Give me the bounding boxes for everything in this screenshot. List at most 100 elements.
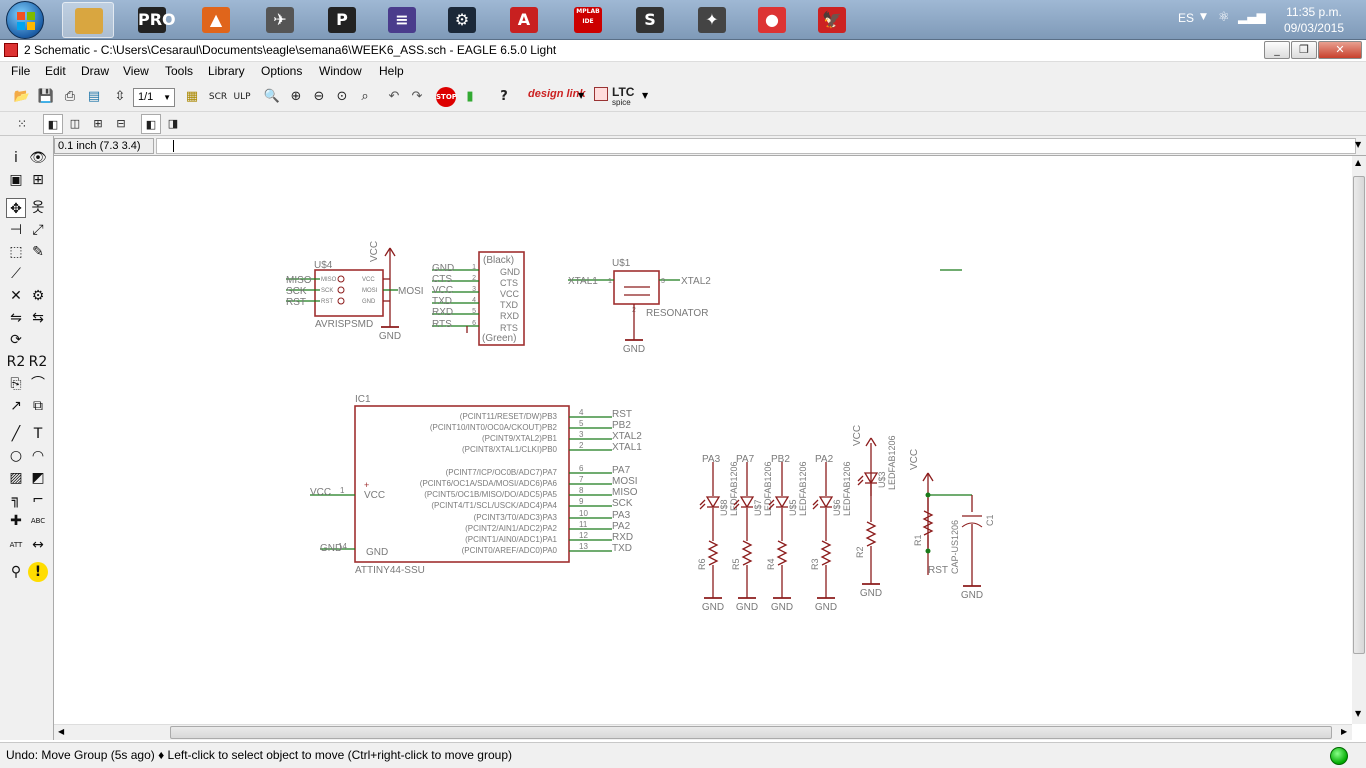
scroll-up-icon[interactable]: ▲ [1355,158,1362,167]
redo-icon[interactable]: ↷ [411,89,423,104]
board-icon[interactable]: ▦ [185,89,199,104]
wire-style-4-icon[interactable]: ◧ [141,114,161,134]
clock[interactable]: 11:35 p.m. 09/03/2015 [1284,4,1344,36]
replace-tool-icon[interactable]: ⟳ [10,332,22,348]
menu-library[interactable]: Library [208,64,245,78]
menu-options[interactable]: Options [261,64,303,78]
wire-style-3-icon[interactable]: ⊟ [116,117,126,130]
taskbar-app-sublime[interactable]: S [624,2,676,38]
vertical-scrollbar[interactable]: ▲ ▼ [1352,156,1366,724]
print-icon[interactable]: ⎙ [64,89,76,104]
scr-icon[interactable]: SCR [208,92,228,102]
designlink-button[interactable]: design link [528,88,586,100]
zoom-out-icon[interactable]: ⊖ [313,89,325,104]
taskbar-app-equalizer[interactable]: ≡ [376,2,428,38]
go-icon[interactable]: ▮ [466,89,474,104]
change-tool-icon[interactable]: ✎ [32,244,44,260]
network-icon[interactable]: ⚛ [1218,10,1230,25]
invoke-tool-icon[interactable]: ⧉ [33,398,43,414]
zoom-fit-icon[interactable]: 🔍 [263,89,281,104]
bus-tool-icon[interactable]: ╗ [11,492,21,508]
grid-icon[interactable]: ⁙ [16,117,28,131]
attribute-tool-icon[interactable]: ATT [9,541,23,549]
junction-tool-icon[interactable]: ✚ [10,513,22,529]
scroll-right-icon[interactable]: ▶ [1341,727,1348,736]
menu-draw[interactable]: Draw [81,64,110,78]
zoom-redraw-icon[interactable]: ⊙ [336,89,348,104]
polygon-tool-icon[interactable]: ◩ [31,470,45,486]
smash-tool-icon[interactable]: ⎘ [10,376,22,392]
language-indicator[interactable]: ES [1178,11,1195,25]
taskbar-app-autocad[interactable]: A [498,2,550,38]
paste-tool-icon[interactable]: ⟋ [11,266,21,282]
info-tool-icon[interactable]: i [14,150,18,166]
start-button[interactable] [6,1,44,39]
hscroll-thumb[interactable] [170,726,1332,739]
scroll-down-icon[interactable]: ▼ [1355,709,1362,718]
copy-tool-icon[interactable]: 옷 [31,200,45,216]
pinswap-tool-icon[interactable]: ⇋ [10,310,22,326]
open-icon[interactable]: 📂 [13,89,31,104]
command-input[interactable] [156,138,1356,154]
menu-help[interactable]: Help [379,64,404,78]
taskbar-app-chrome[interactable]: ● [746,2,798,38]
arc-tool-icon[interactable]: ◠ [31,448,45,464]
wire-style-0-icon[interactable]: ◧ [43,114,63,134]
circle-tool-icon[interactable]: ○ [9,448,23,464]
help-icon[interactable]: ? [500,89,508,104]
split-tool-icon[interactable]: ↗ [10,398,22,414]
taskbar-app-eagle[interactable]: 🦅 [806,2,858,38]
ltspice-icon[interactable] [594,87,608,101]
add-tool-icon[interactable]: ⚙ [31,288,45,304]
cam-icon[interactable]: ▤ [87,89,101,104]
taskbar-app-inkscape[interactable]: ✈ [254,2,306,38]
vscroll-thumb[interactable] [1353,176,1365,654]
signal-icon[interactable]: ▂▄▆ [1238,10,1266,24]
erc-tool-icon[interactable]: ⚲ [10,564,22,580]
eagle-app-icon[interactable] [4,43,18,57]
group-tool-icon[interactable]: ⬚ [9,244,23,260]
menu-edit[interactable]: Edit [45,64,66,78]
undo-icon[interactable]: ↶ [388,89,400,104]
gateswap-tool-icon[interactable]: ⇆ [32,310,44,326]
menu-view[interactable]: View [123,64,149,78]
zoom-select-icon[interactable]: ⌕ [361,89,369,104]
taskbar-app-pspad[interactable]: P [316,2,368,38]
chevron-down-icon[interactable]: ▼ [642,91,649,100]
name-tool-icon[interactable]: R2 [6,354,26,370]
chevron-down-icon[interactable]: ▼ [578,91,585,100]
delete-tool-icon[interactable]: ✕ [10,288,22,304]
menu-file[interactable]: File [11,64,31,78]
horizontal-scrollbar[interactable]: ◀ ▶ [54,724,1352,740]
display-tool-icon[interactable]: ▣ [9,172,23,188]
wire-style-2-icon[interactable]: ⊞ [93,117,103,130]
menu-tools[interactable]: Tools [165,64,194,78]
taskbar-app-mplab[interactable]: MPLAB IDE [562,2,614,38]
status-go-icon[interactable] [1330,747,1348,765]
taskbar-app-matlab[interactable]: ▲ [190,2,242,38]
close-button[interactable]: ✕ [1318,41,1362,59]
chevron-down-icon[interactable]: ▼ [1200,12,1207,22]
text-tool-icon[interactable]: T [33,426,43,442]
zoom-in-icon[interactable]: ⊕ [290,89,302,104]
sheet-select[interactable]: 1/1▼ [133,88,175,107]
scroll-left-icon[interactable]: ◀ [58,727,65,736]
taskbar-app-eagle-pro[interactable]: PRO [126,2,178,38]
rect-tool-icon[interactable]: ▨ [9,470,23,486]
ulp-icon[interactable]: ULP [233,92,251,102]
wire-tool-icon[interactable]: ╱ [11,426,21,442]
move-tool-icon[interactable]: ✥ [6,198,26,218]
show-tool-icon[interactable]: 👁 [29,150,47,166]
save-icon[interactable]: 💾 [37,89,55,104]
mark-tool-icon[interactable]: ⊞ [32,172,44,188]
mirror-tool-icon[interactable]: ⊣ [9,222,23,238]
maximize-button[interactable]: ❐ [1291,41,1317,59]
ltspice-label[interactable]: LTC [612,85,635,99]
taskbar-app-tool[interactable]: ✦ [686,2,738,38]
value-tool-icon[interactable]: R2 [28,354,48,370]
net-tool-icon[interactable]: ⌐ [32,492,44,508]
menu-window[interactable]: Window [319,64,362,78]
taskbar-app-steam[interactable]: ⚙ [436,2,488,38]
